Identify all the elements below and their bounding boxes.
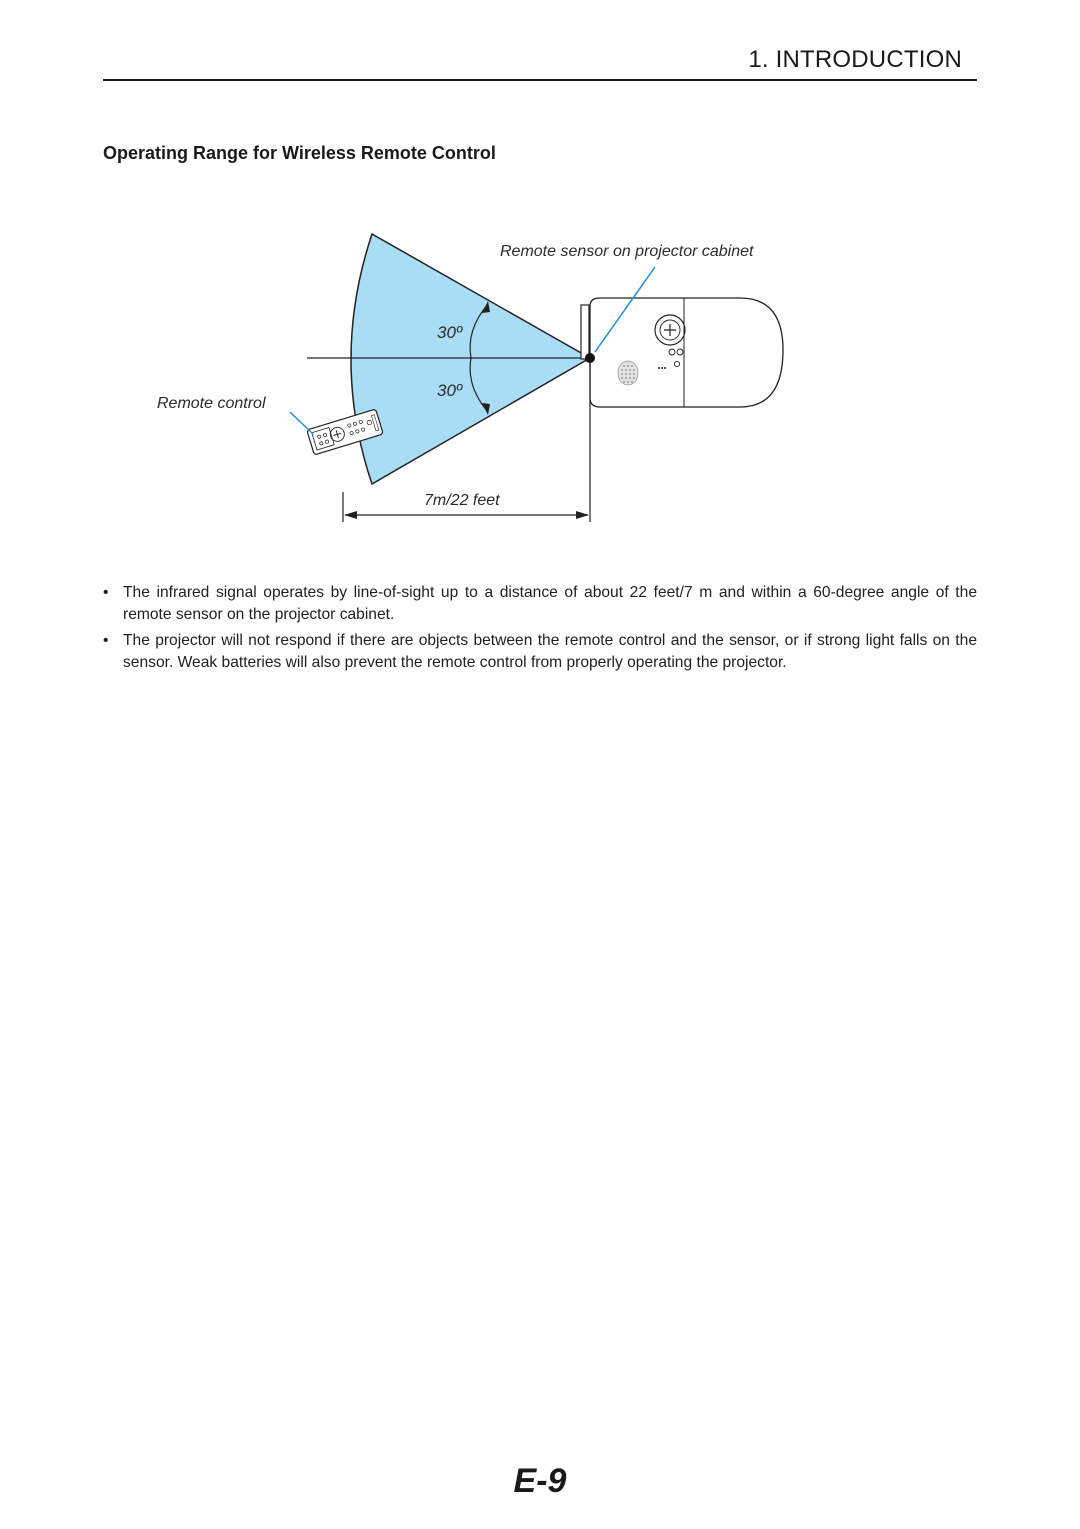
lower-angle-label: 30º	[437, 381, 463, 400]
page-number: E-9	[513, 1462, 567, 1500]
remote-leader-line	[289, 411, 314, 435]
header-rule	[103, 79, 977, 81]
sensor-label: Remote sensor on projector cabinet	[500, 243, 754, 260]
dimension-right-arrow	[576, 511, 589, 519]
remote-control-illustration	[306, 409, 384, 455]
bullet-mark: •	[103, 584, 109, 601]
lower-arrowhead	[482, 403, 490, 415]
sensor-leader-line	[594, 266, 656, 353]
list-item: • The projector will not respond if ther…	[103, 630, 977, 673]
list-item: • The infrared signal operates by line-o…	[103, 582, 977, 625]
upper-arrowhead	[482, 301, 490, 313]
projector-illustration	[580, 297, 784, 408]
upper-angle-label: 30º	[437, 323, 463, 342]
operating-range-diagram: 30º 30º Remote control	[157, 232, 784, 522]
bullet-text: The projector will not respond if there …	[123, 632, 977, 671]
remote-control-label: Remote control	[157, 395, 266, 412]
dimension-left-arrow	[344, 511, 357, 519]
bullet-mark: •	[103, 632, 109, 649]
bullet-text: The infrared signal operates by line-of-…	[123, 584, 977, 623]
bullet-list: • The infrared signal operates by line-o…	[103, 582, 977, 678]
remote-sensor-dot	[585, 353, 595, 363]
distance-label: 7m/22 feet	[424, 492, 500, 509]
section-heading: Operating Range for Wireless Remote Cont…	[103, 143, 496, 163]
section-title: 1. INTRODUCTION	[748, 46, 962, 73]
